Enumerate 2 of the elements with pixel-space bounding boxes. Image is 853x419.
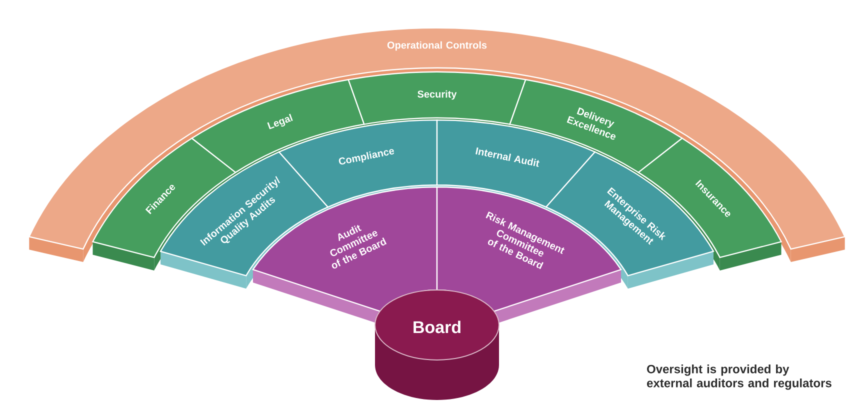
board-cylinder: Board — [374, 289, 500, 400]
note-text: Oversight is provided by external auditors and regulators — [647, 364, 832, 390]
